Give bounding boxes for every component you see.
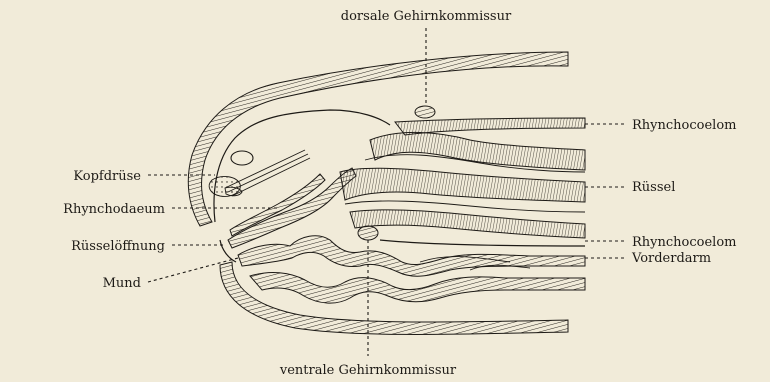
label-kopfdruse: Kopfdrüse: [73, 169, 141, 184]
kopfdruse-organ: [209, 150, 310, 196]
rhynchodaeum-channel: [228, 168, 356, 248]
dorsal-commissure: [415, 106, 435, 118]
label-rhynchocoelom-top: Rhynchocoelom: [632, 118, 736, 133]
label-russel: Rüssel: [632, 180, 675, 195]
rhynchocoelom-lower: [380, 240, 585, 246]
label-mund: Mund: [103, 276, 141, 291]
label-ventral-commissure: ventrale Gehirnkommissur: [279, 363, 457, 378]
label-vorderdarm: Vorderdarm: [631, 251, 711, 266]
label-rhynchodaeum: Rhynchodaeum: [63, 202, 165, 217]
label-rhynchocoelom-bottom: Rhynchocoelom: [632, 235, 736, 250]
label-russeloffnung: Rüsselöffnung: [71, 239, 165, 254]
label-dorsal-commissure: dorsale Gehirnkommissur: [341, 9, 512, 24]
russel-bundle: [340, 118, 585, 238]
ventral-commissure: [358, 226, 378, 240]
